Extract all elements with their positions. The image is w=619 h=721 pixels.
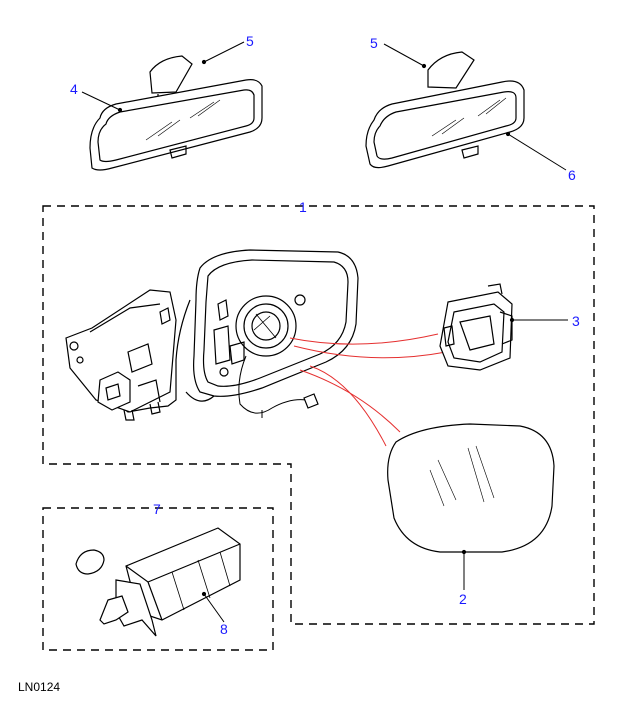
mirror-glass [387,423,555,553]
callout-5-left: 5 [246,33,254,49]
interior-mirror-left [89,55,263,171]
group-outline-adhesive-kit [42,507,274,651]
leader-4 [81,91,121,111]
leader-5-right [383,43,425,67]
alignment-guides [289,333,447,447]
drawing-reference-code: LN0124 [18,680,61,694]
interior-mirror-right [365,51,525,169]
group-outline-mirror-assembly [42,205,595,625]
callout-4: 4 [70,81,78,97]
callout-8: 8 [220,621,228,637]
callout-1: 1 [299,199,307,215]
exterior-mirror-housing [65,249,359,421]
callout-6: 6 [568,167,576,183]
callout-2: 2 [459,591,467,607]
mirror-actuator-bracket [439,283,513,371]
leader-lines [81,41,568,623]
callout-3: 3 [572,313,580,329]
callouts: 1 2 3 4 5 5 6 7 8 [70,33,580,637]
adhesive-tube [75,527,241,637]
callout-7: 7 [153,501,161,517]
leader-5-left [203,41,245,63]
leader-8 [203,593,225,623]
leader-6 [507,133,567,171]
callout-5-right: 5 [370,35,378,51]
